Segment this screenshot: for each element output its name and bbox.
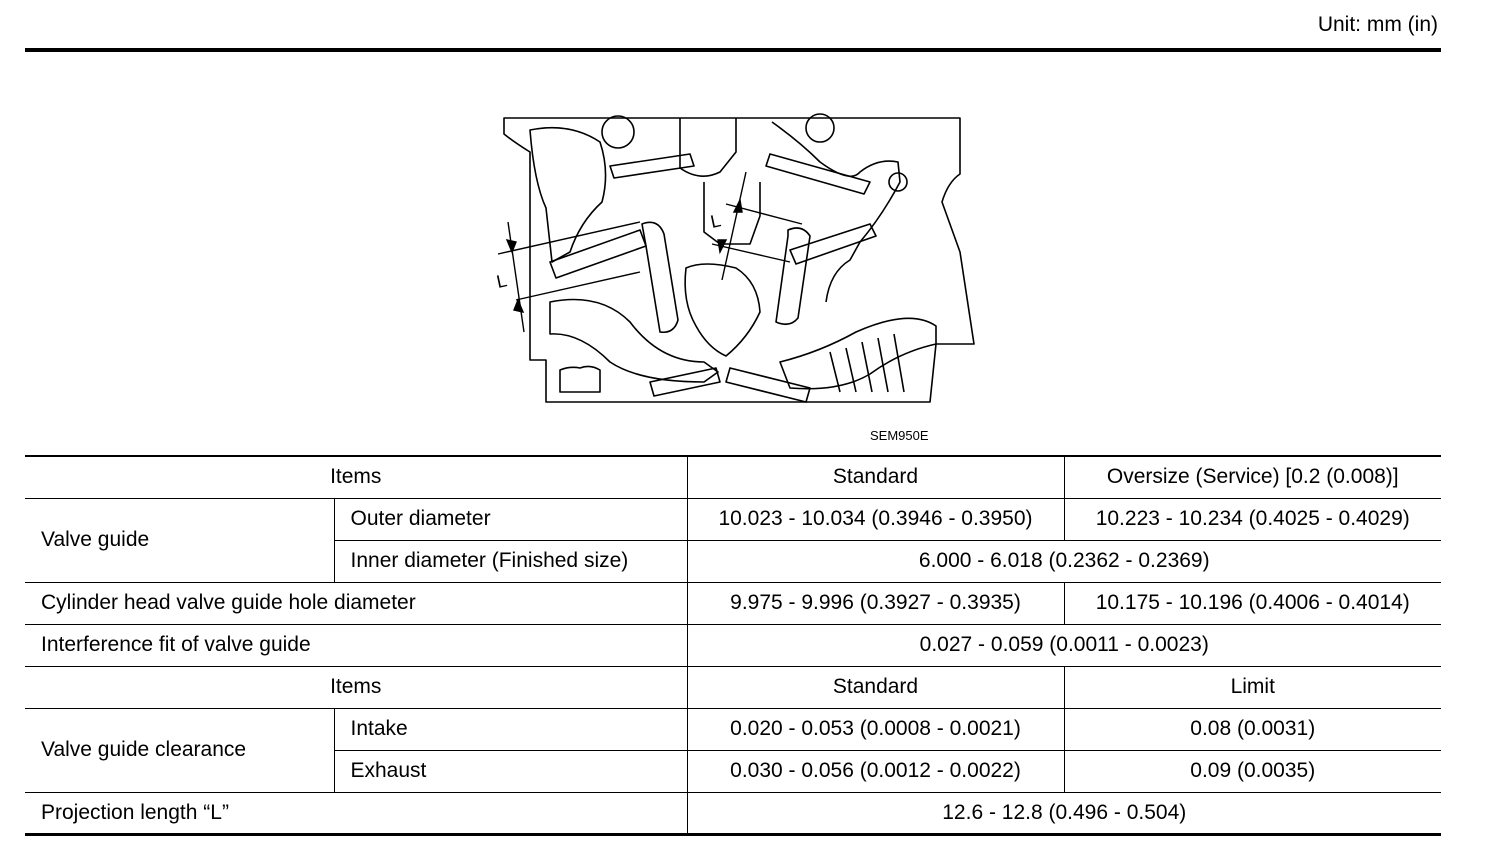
exhaust-port xyxy=(779,317,937,390)
left-dim-line-lower xyxy=(515,271,641,301)
intake-label: Intake xyxy=(333,707,688,751)
intake-port xyxy=(549,298,719,383)
left-dim-arrow-line xyxy=(507,221,525,333)
intake-limit: 0.08 (0.0031) xyxy=(1063,707,1441,751)
header2-standard: Standard xyxy=(686,665,1065,709)
table-row: Valve guide Outer diameter 10.023 - 10.0… xyxy=(25,497,1441,583)
table-row: Valve guide clearance Intake 0.020 - 0.0… xyxy=(25,707,1441,793)
left-port-cavity xyxy=(529,126,607,263)
clearance-label: Valve guide clearance xyxy=(25,707,335,793)
bottom-right-ribs xyxy=(829,333,905,393)
exhaust-label: Exhaust xyxy=(334,749,688,793)
left-arrow-head-bottom xyxy=(513,298,525,313)
table-header-row: Items Standard Limit xyxy=(25,665,1441,709)
right-small-bore xyxy=(888,172,908,192)
right-dim-line-lower xyxy=(711,243,791,263)
outer-diameter-oversize: 10.223 - 10.234 (0.4025 - 0.4029) xyxy=(1063,497,1441,541)
right-bore xyxy=(805,113,835,143)
interference-fit-label: Interference fit of valve guide xyxy=(25,623,688,667)
right-valve-guide-collar xyxy=(775,227,811,326)
bottom-mid-plate xyxy=(649,367,721,397)
right-arrow-head-top xyxy=(732,197,743,213)
right-l-label: L xyxy=(709,210,723,232)
outer-diameter-label: Outer diameter xyxy=(333,497,688,541)
inner-diameter-label: Inner diameter (Finished size) xyxy=(334,539,688,583)
exhaust-limit: 0.09 (0.0035) xyxy=(1063,749,1441,793)
table-row: Cylinder head valve guide hole diameter … xyxy=(25,581,1441,625)
valve-guide-spec-table: Items Standard Oversize (Service) [0.2 (… xyxy=(25,455,1441,836)
left-valve-guide xyxy=(549,229,647,279)
upper-left-rib xyxy=(609,153,695,179)
valve-guide-label: Valve guide xyxy=(25,497,335,583)
header-standard: Standard xyxy=(686,455,1065,499)
left-valve-guide-collar xyxy=(641,221,679,334)
center-slot xyxy=(703,182,761,245)
right-port-cavity xyxy=(771,121,901,303)
interference-fit-value: 0.027 - 0.059 (0.0011 - 0.0023) xyxy=(686,623,1441,667)
bottom-right-plate xyxy=(725,367,811,403)
head-outline xyxy=(503,117,975,403)
right-dim-arrow-line xyxy=(721,171,747,281)
table-row: Projection length “L” 12.6 - 12.8 (0.496… xyxy=(25,791,1441,836)
combustion-chamber xyxy=(684,263,761,357)
projection-length-label: Projection length “L” xyxy=(25,791,688,836)
inner-diameter-value: 6.000 - 6.018 (0.2362 - 0.2369) xyxy=(686,539,1441,583)
hole-diameter-standard: 9.975 - 9.996 (0.3927 - 0.3935) xyxy=(686,581,1065,625)
unit-label: Unit: mm (in) xyxy=(1317,13,1438,36)
left-bore xyxy=(601,115,635,149)
table-header-row: Items Standard Oversize (Service) [0.2 (… xyxy=(25,455,1441,499)
header2-limit: Limit xyxy=(1063,665,1441,709)
bottom-left-boss xyxy=(559,365,601,393)
hole-diameter-oversize: 10.175 - 10.196 (0.4006 - 0.4014) xyxy=(1063,581,1441,625)
figure-id: SEM950E xyxy=(870,428,929,443)
outer-diameter-standard: 10.023 - 10.034 (0.3946 - 0.3950) xyxy=(686,497,1065,541)
exhaust-standard: 0.030 - 0.056 (0.0012 - 0.0022) xyxy=(686,749,1065,793)
cylinder-head-diagram: L L xyxy=(495,113,975,403)
table-row: Inner diameter (Finished size) 6.000 - 6… xyxy=(25,539,1441,583)
header-oversize: Oversize (Service) [0.2 (0.008)] xyxy=(1063,455,1441,499)
top-rule xyxy=(25,48,1441,52)
right-valve-guide xyxy=(789,223,877,265)
intake-standard: 0.020 - 0.053 (0.0008 - 0.0021) xyxy=(686,707,1065,751)
left-l-label: L xyxy=(495,270,509,292)
hole-diameter-label: Cylinder head valve guide hole diameter xyxy=(25,581,688,625)
header2-items: Items xyxy=(25,665,688,709)
table-row: Exhaust 0.030 - 0.056 (0.0012 - 0.0022) … xyxy=(25,749,1441,793)
right-arrow-head-bottom xyxy=(717,239,728,255)
table-row: Interference fit of valve guide 0.027 - … xyxy=(25,623,1441,667)
header-items: Items xyxy=(25,455,688,499)
projection-length-value: 12.6 - 12.8 (0.496 - 0.504) xyxy=(686,791,1441,836)
left-dim-line-upper xyxy=(497,221,641,255)
upper-right-rib xyxy=(765,153,871,195)
left-arrow-head-top xyxy=(505,239,517,254)
